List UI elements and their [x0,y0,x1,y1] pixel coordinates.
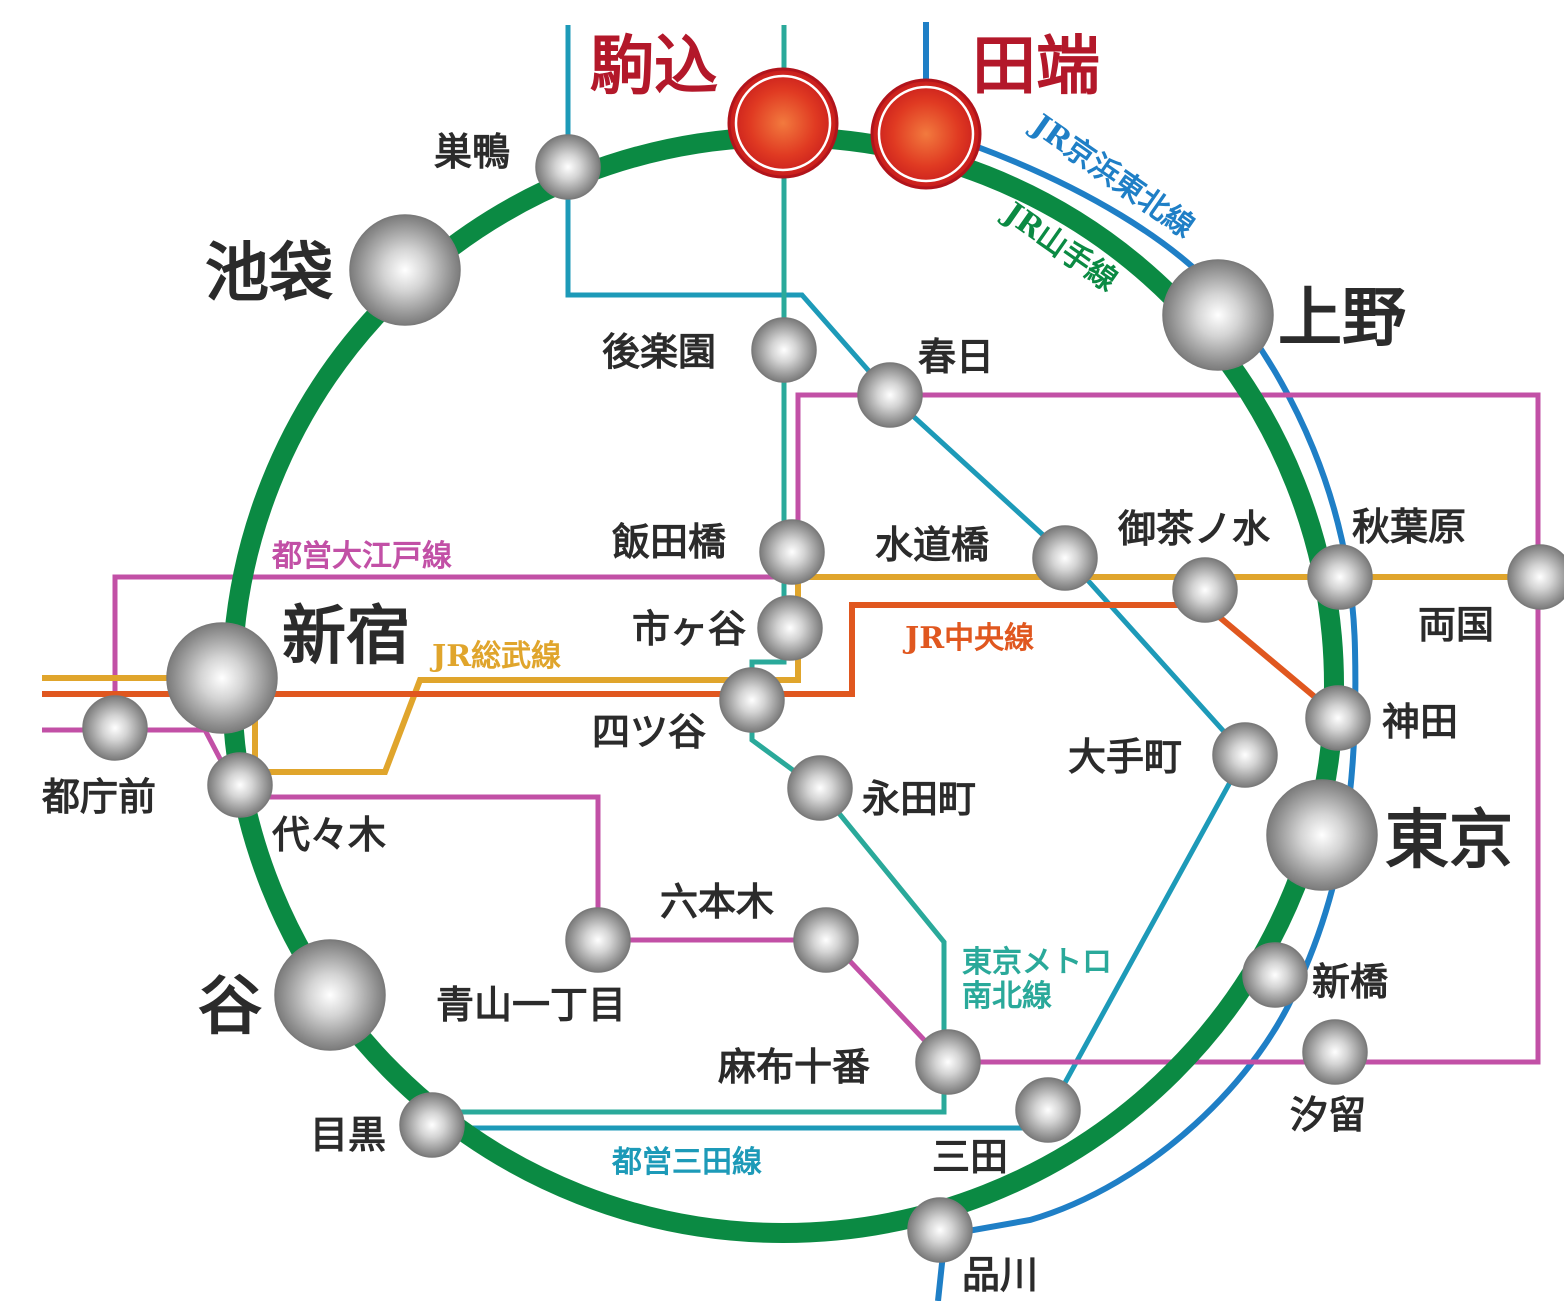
station-akihabara[interactable] [1307,544,1373,610]
station-ichigaya[interactable] [757,595,823,661]
station-ikebukuro[interactable] [349,214,461,326]
label-kasuga: 春日 [918,334,994,379]
station-aoyama[interactable] [565,907,631,973]
station-otemachi[interactable] [1212,722,1278,788]
station-shinagawa[interactable] [907,1197,973,1263]
station-komagome[interactable] [727,67,839,179]
station-ryogoku[interactable] [1507,544,1564,610]
station-shiodome[interactable] [1302,1019,1368,1085]
station-suidobashi[interactable] [1032,525,1098,591]
label-akihabara: 秋葉原 [1352,504,1466,549]
station-ochanomizu[interactable] [1172,557,1238,623]
label-ikebukuro: 池袋 [205,236,333,311]
label-ichigaya: 市ヶ谷 [632,606,746,651]
label-tokyo: 東京 [1385,803,1513,878]
station-roppongi[interactable] [793,907,859,973]
label-azabujuban: 麻布十番 [718,1044,870,1089]
nanboku-line [432,25,947,1115]
label-ryogoku: 両国 [1418,602,1494,647]
label-shinagawa: 品川 [962,1252,1038,1297]
label-meguro: 目黒 [310,1112,386,1157]
station-komagome-ring [734,74,832,172]
line-label-nanboku-2: 南北線 [962,979,1052,1014]
line-label-sobu: JR総武線 [429,639,561,674]
station-tochomae[interactable] [82,695,148,761]
line-label-mita: 都営三田線 [611,1145,762,1180]
station-tokyo[interactable] [1266,779,1378,891]
label-shiodome: 汐留 [1290,1092,1366,1137]
station-kanda[interactable] [1305,685,1371,751]
label-iidabashi: 飯田橋 [612,519,726,564]
station-shibuya[interactable] [274,939,386,1051]
label-roppongi: 六本木 [660,879,774,924]
label-shibuya: 谷 [198,969,262,1044]
line-label-chuo: JR中央線 [902,621,1034,656]
label-otemachi: 大手町 [1068,734,1182,779]
station-yoyogi[interactable] [207,752,273,818]
stations [82,134,1564,1263]
label-aoyama: 青山一丁目 [436,982,626,1027]
label-yotsuya: 四ツ谷 [592,709,706,754]
label-ochanomizu: 御茶ノ水 [1117,506,1271,551]
line-label-oedo: 都営大江戸線 [271,539,452,574]
station-mita[interactable] [1015,1077,1081,1143]
station-iidabashi[interactable] [759,519,825,585]
label-kanda: 神田 [1382,699,1458,744]
station-tabata-ring [877,85,975,183]
label-korakuen: 後楽園 [602,329,716,374]
station-sugamo[interactable] [535,134,601,200]
label-nagatacho: 永田町 [862,776,976,821]
highlight-stations [727,67,982,190]
label-yoyogi: 代々木 [272,812,386,857]
label-mita: 三田 [932,1134,1008,1179]
label-ueno: 上野 [1278,281,1406,356]
chuo-line [42,602,1342,721]
label-shimbashi: 新橋 [1312,959,1388,1004]
station-azabujuban[interactable] [915,1029,981,1095]
label-suidobashi: 水道橋 [875,522,989,567]
label-komagome: 駒込 [590,29,718,104]
station-meguro[interactable] [399,1092,465,1158]
label-tochomae: 都庁前 [41,774,156,819]
station-shinjuku[interactable] [166,622,278,734]
station-tabata[interactable] [870,78,982,190]
label-sugamo: 巣鴨 [434,129,510,174]
station-kasuga[interactable] [857,362,923,428]
station-nagatacho[interactable] [787,755,853,821]
label-shinjuku: 新宿 [282,599,410,674]
line-label-nanboku-1: 東京メトロ [962,945,1112,980]
station-shimbashi[interactable] [1242,942,1308,1008]
station-korakuen[interactable] [751,317,817,383]
station-yotsuya[interactable] [719,667,785,733]
label-tabata: 田端 [972,29,1100,104]
station-ueno[interactable] [1162,259,1274,371]
